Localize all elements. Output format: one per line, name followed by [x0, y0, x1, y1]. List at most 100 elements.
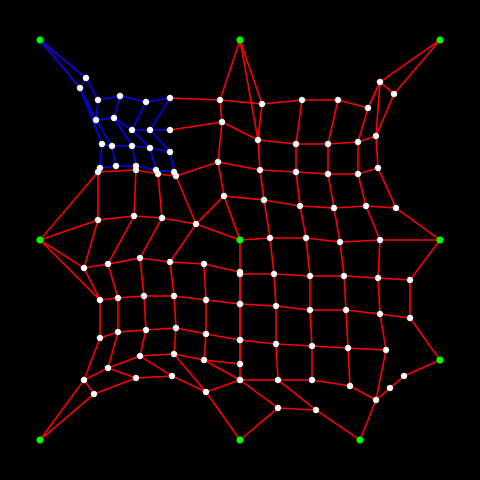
red-edge: [135, 375, 173, 379]
graph-node: [132, 374, 140, 382]
blue-edge: [119, 95, 147, 103]
graph-node: [344, 344, 352, 352]
red-edge-layer: [39, 39, 441, 441]
graph-node: [96, 164, 104, 172]
graph-node: [236, 376, 244, 384]
red-edge: [133, 215, 163, 219]
red-edge: [169, 97, 221, 101]
red-edge: [327, 141, 359, 145]
red-edge: [107, 257, 141, 265]
red-edge: [139, 257, 171, 263]
red-edge: [327, 99, 339, 145]
red-edge: [375, 81, 381, 137]
graph-node: [116, 92, 124, 100]
graph-node: [342, 306, 350, 314]
graph-node: [274, 376, 282, 384]
graph-node: [170, 292, 178, 300]
graph-node: [372, 132, 380, 140]
red-edge: [239, 237, 271, 241]
red-edge: [309, 309, 313, 347]
blue-edge: [99, 143, 103, 169]
red-edge: [377, 239, 381, 279]
graph-node: [82, 74, 90, 82]
graph-node: [364, 104, 372, 112]
graph-node: [132, 162, 140, 170]
graph-node: [114, 294, 122, 302]
red-edge: [259, 169, 297, 173]
graph-node: [312, 406, 320, 414]
graph-node: [130, 212, 138, 220]
red-edge: [203, 359, 241, 381]
anchor-node: [436, 356, 444, 364]
graph-node: [406, 314, 414, 322]
red-edge: [219, 39, 241, 101]
graph-node: [296, 202, 304, 210]
red-edge: [223, 195, 241, 241]
blue-edge: [145, 97, 171, 103]
blue-edge: [149, 147, 157, 171]
graph-node: [110, 114, 118, 122]
red-edge: [175, 175, 197, 225]
red-edge: [299, 205, 307, 239]
graph-node: [92, 116, 100, 124]
graph-node: [112, 162, 120, 170]
graph-node: [346, 382, 354, 390]
red-edge: [311, 379, 351, 387]
graph-node: [146, 126, 154, 134]
red-edge: [145, 327, 177, 331]
red-edge: [39, 379, 85, 441]
anchor-node: [356, 436, 364, 444]
anchor-node: [236, 436, 244, 444]
blue-edge: [149, 129, 171, 153]
red-edge: [39, 239, 101, 301]
red-edge: [277, 379, 317, 411]
blue-edge: [149, 147, 171, 153]
graph-node: [272, 302, 280, 310]
red-edge: [257, 139, 297, 145]
red-edge: [97, 169, 137, 173]
red-edge: [273, 273, 311, 277]
graph-node: [272, 340, 280, 348]
red-edge: [175, 161, 219, 177]
red-edge: [39, 239, 85, 269]
red-edge: [295, 99, 303, 145]
blue-edge: [39, 39, 81, 89]
graph-node: [214, 158, 222, 166]
red-edge: [83, 337, 101, 381]
anchor-node: [436, 236, 444, 244]
graph-node: [256, 166, 264, 174]
red-edge: [257, 139, 261, 171]
anchor-node: [236, 236, 244, 244]
red-edge: [205, 333, 241, 341]
graph-node: [168, 372, 176, 380]
graph-node: [362, 202, 370, 210]
red-edge: [83, 367, 109, 381]
graph-node: [152, 166, 160, 174]
graph-node: [306, 272, 314, 280]
red-edge: [221, 121, 259, 141]
blue-edge-layer: [39, 39, 175, 173]
blue-edge: [113, 117, 133, 131]
red-edge: [169, 121, 223, 131]
graph-node: [374, 274, 382, 282]
red-edge: [357, 173, 367, 207]
red-edge: [343, 275, 347, 311]
red-edge: [239, 303, 277, 307]
blue-edge: [85, 77, 99, 101]
red-edge: [339, 239, 381, 243]
red-edge: [205, 391, 241, 441]
graph-node: [390, 90, 398, 98]
red-edge: [377, 167, 397, 209]
red-edge: [217, 161, 225, 197]
graph-node: [336, 238, 344, 246]
red-edge: [143, 295, 147, 331]
graph-node: [308, 376, 316, 384]
graph-node: [142, 326, 150, 334]
graph-node: [108, 142, 116, 150]
red-edge: [139, 355, 173, 377]
graph-node: [202, 296, 210, 304]
red-edge: [83, 219, 99, 269]
red-edge: [375, 93, 395, 137]
graph-node: [96, 296, 104, 304]
